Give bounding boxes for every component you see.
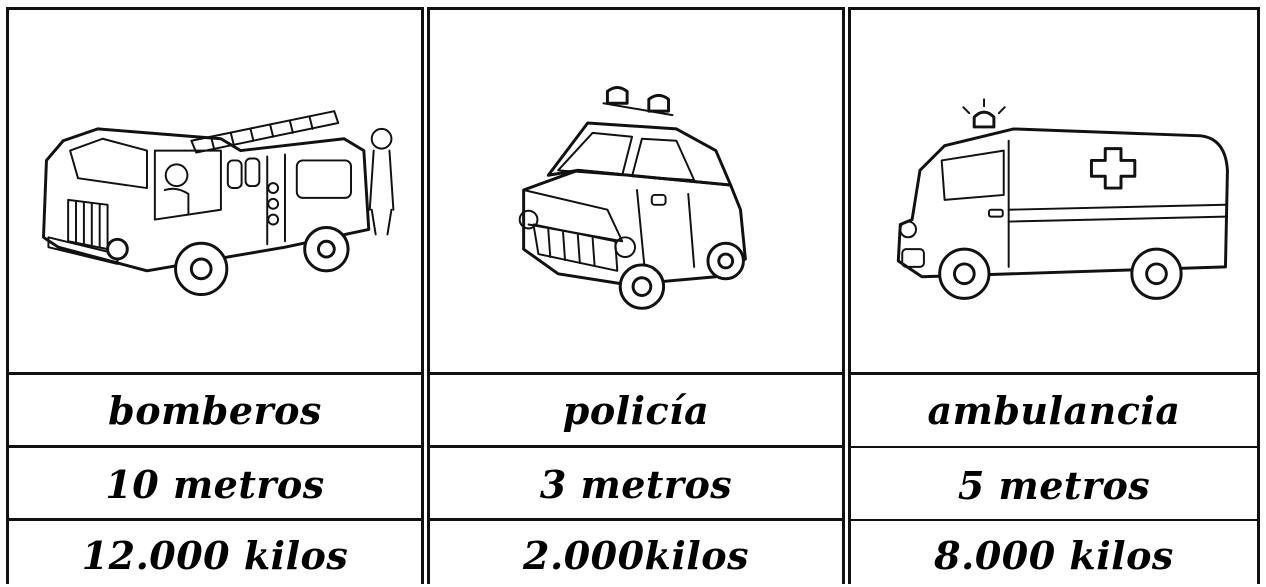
vehicle-name: ambulancia: [851, 375, 1257, 448]
vehicle-card-ambulancia: ambulancia 5 metros 8.000 kilos: [848, 7, 1260, 584]
vehicle-length: 10 metros: [9, 451, 421, 521]
fire-truck-icon: [42, 110, 395, 296]
vehicle-name: bomberos: [9, 375, 421, 448]
vehicle-weight: 8.000 kilos: [934, 533, 1174, 578]
vehicle-length: 3 metros: [430, 451, 842, 521]
vehicle-weight: 2.000kilos: [523, 533, 749, 578]
ambulance-picture: [851, 10, 1257, 375]
vehicle-card-policia: policía 3 metros 2.000kilos: [427, 7, 845, 584]
police-car-picture: [430, 10, 842, 375]
vehicle-length: 5 metros: [851, 451, 1257, 521]
vehicle-card-bomberos: bomberos 10 metros 12.000 kilos: [6, 7, 424, 584]
vehicle-weight: 12.000 kilos: [81, 533, 349, 578]
police-car-icon: [518, 86, 747, 310]
vehicle-name: policía: [430, 375, 842, 448]
ambulance-icon: [896, 98, 1229, 300]
fire-truck-picture: [9, 10, 421, 375]
